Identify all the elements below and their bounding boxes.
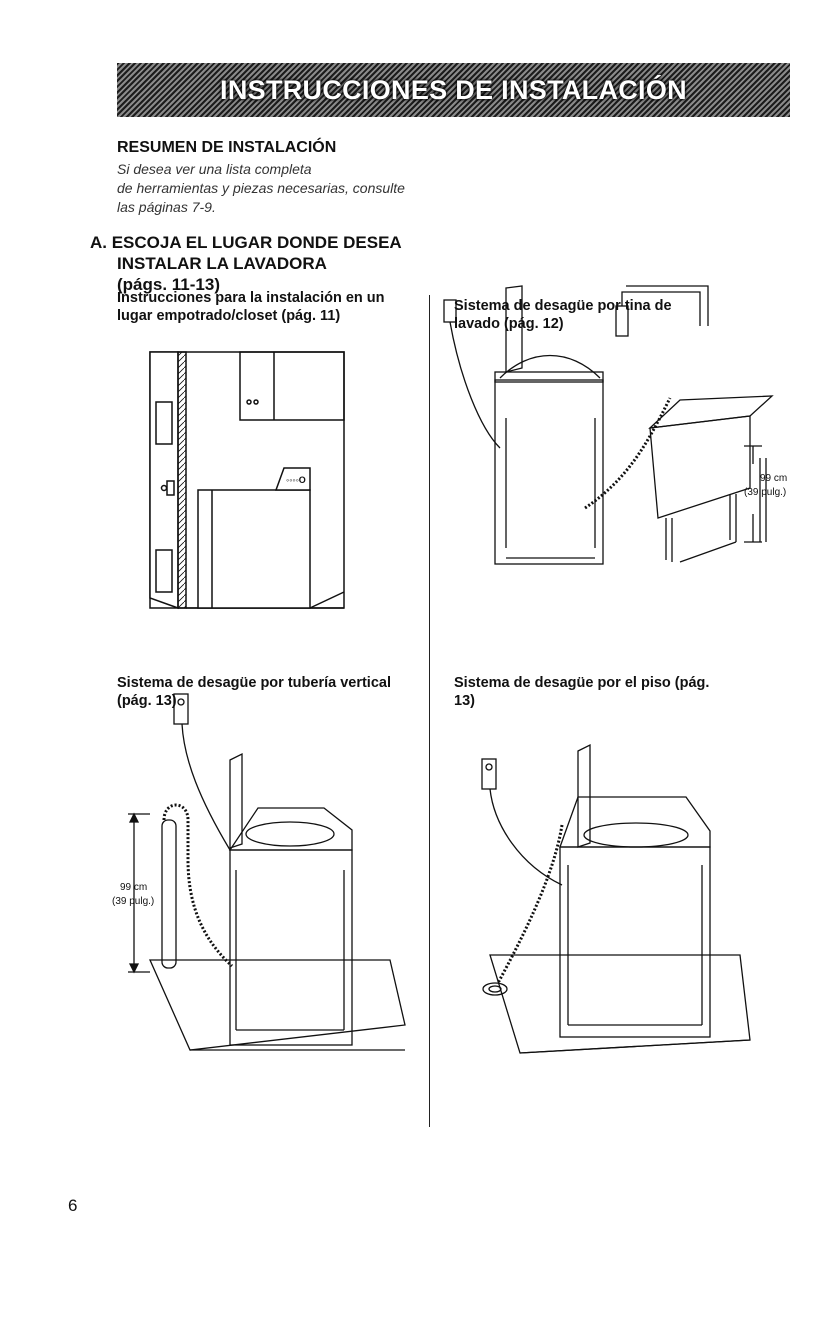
- summary-line: las páginas 7-9.: [117, 199, 216, 215]
- banner-title: INSTRUCCIONES DE INSTALACIÓN: [220, 74, 687, 105]
- svg-text:◦◦◦◦O: ◦◦◦◦O: [286, 475, 306, 485]
- header-banner: INSTRUCCIONES DE INSTALACIÓN: [117, 63, 790, 117]
- section-title-line: (págs. 11-13): [117, 275, 220, 294]
- summary-title: RESUMEN DE INSTALACIÓN: [117, 139, 337, 156]
- column-divider: [429, 295, 430, 1127]
- caption-laundry-tub: Sistema de desagüe por tina de lavado (p…: [454, 297, 672, 333]
- caption-line: Sistema de desagüe por tina de: [454, 298, 672, 314]
- caption-line: Instrucciones para la instalación en un: [117, 290, 385, 306]
- closet-installation-illustration: ◦◦◦◦O: [149, 351, 345, 610]
- standpipe-illustration: 99 cm (39 pulg.): [112, 693, 406, 1051]
- summary-line: Si desea ver una lista completa: [117, 161, 312, 177]
- caption-line: lugar empotrado/closet (pág. 11): [117, 308, 341, 324]
- floor-drain-illustration: [481, 743, 751, 1054]
- dimension-in: (39 pulg.): [112, 896, 154, 907]
- summary-text: Si desea ver una lista completa de herra…: [117, 160, 417, 217]
- caption-line: Sistema de desagüe por el piso (pág.: [454, 675, 710, 691]
- caption-line: 13): [454, 693, 475, 709]
- caption-closet: Instrucciones para la instalación en un …: [117, 289, 385, 325]
- dimension-cm: 99 cm: [760, 473, 787, 484]
- section-title-line: INSTALAR LA LAVADORA: [117, 254, 327, 273]
- section-title-line: A. ESCOJA EL LUGAR DONDE DESEA: [90, 233, 402, 252]
- page-number: 6: [68, 1196, 78, 1215]
- caption-line: Sistema de desagüe por tubería vertical: [117, 675, 391, 691]
- section-a-title: A. ESCOJA EL LUGAR DONDE DESEA INSTALAR …: [90, 232, 430, 295]
- dimension-cm: 99 cm: [120, 882, 147, 893]
- laundry-tub-illustration: 99 cm (39 pulg.): [443, 285, 787, 565]
- caption-standpipe: Sistema de desagüe por tubería vertical …: [117, 674, 391, 710]
- caption-line: lavado (pág. 12): [454, 316, 564, 332]
- caption-floor: Sistema de desagüe por el piso (pág. 13): [454, 674, 709, 710]
- caption-line: (pág. 13): [117, 693, 177, 709]
- dimension-in: (39 pulg.): [744, 487, 786, 498]
- summary-line: de herramientas y piezas necesarias, con…: [117, 180, 405, 196]
